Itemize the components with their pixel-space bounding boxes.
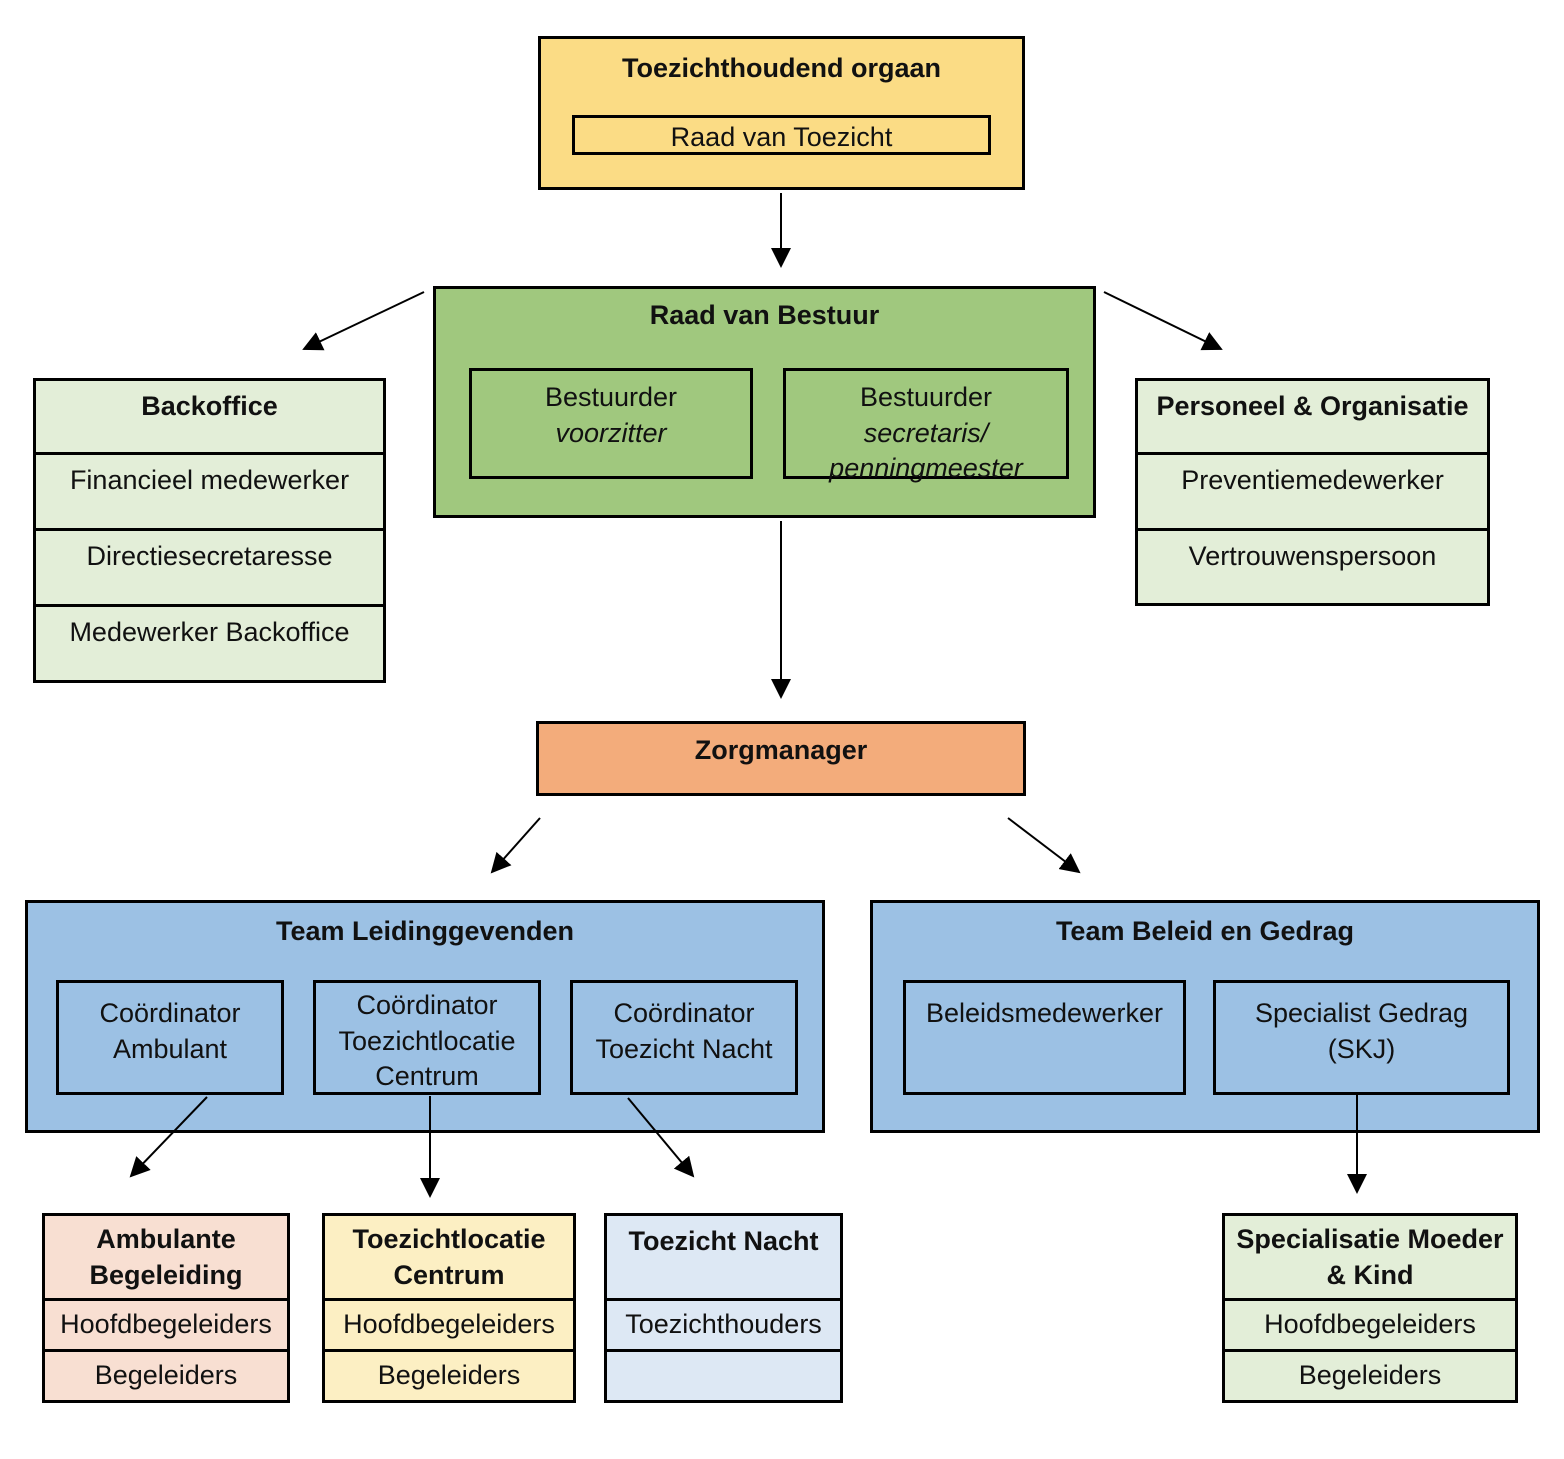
member-label: Coördinator <box>99 998 241 1028</box>
role-row: Vertrouwenspersoon <box>1138 528 1487 603</box>
member-label: Coördinator <box>613 998 755 1028</box>
node-title: Team Leidinggevenden <box>275 916 575 946</box>
member-label: Ambulant <box>112 1033 228 1064</box>
node-ambulante-begeleiding: Ambulante Begeleiding Hoofdbegeleiders B… <box>42 1213 290 1403</box>
member-role: secretaris/ <box>863 417 989 448</box>
node-title-line: Specialisatie <box>1236 1224 1401 1254</box>
member-role: voorzitter <box>555 417 667 448</box>
node-title: Toezichthoudend orgaan <box>622 53 941 83</box>
member-coordinator-ambulant: Coördinator Ambulant <box>56 980 284 1095</box>
node-personeel-organisatie: Personeel & Organisatie Preventiemedewer… <box>1135 378 1490 606</box>
node-raad-van-bestuur: Raad van Bestuur Bestuurder voorzitter B… <box>433 286 1096 518</box>
node-specialisatie-moeder-kind: Specialisatie Moeder & Kind Hoofdbegelei… <box>1222 1213 1518 1403</box>
node-backoffice: Backoffice Financieel medewerker Directi… <box>33 378 386 683</box>
node-toezichtlocatie-centrum: Toezichtlocatie Centrum Hoofdbegeleiders… <box>322 1213 576 1403</box>
role-row: Hoofdbegeleiders <box>325 1298 573 1349</box>
member-bestuurder-secretaris: Bestuurder secretaris/ penningmeester <box>783 368 1069 483</box>
node-title-line: Centrum <box>393 1259 505 1290</box>
node-title-line: Toezichtlocatie <box>352 1224 546 1254</box>
member-label: Specialist Gedrag <box>1254 998 1469 1028</box>
node-title-line: Begeleiding <box>89 1259 243 1290</box>
role-row: Medewerker Backoffice <box>36 604 383 680</box>
node-team-beleid-en-gedrag: Team Beleid en Gedrag Beleidsmedewerker … <box>870 900 1540 1133</box>
member-label: (SKJ) <box>1327 1033 1396 1064</box>
node-toezicht-nacht: Toezicht Nacht Toezichthouders <box>604 1213 843 1403</box>
member-label: Coördinator <box>356 990 498 1020</box>
node-title: Team Beleid en Gedrag <box>1055 916 1355 946</box>
member-label: Raad van Toezicht <box>670 122 893 152</box>
member-label: Centrum <box>375 1061 479 1092</box>
node-title: Toezicht Nacht <box>607 1216 840 1298</box>
member-bestuurder-voorzitter: Bestuurder voorzitter <box>469 368 753 479</box>
connector-zorgmanager-to-leidinggevenden <box>490 817 541 874</box>
node-title-line: Moeder & Kind <box>1326 1224 1504 1290</box>
member-specialist-gedrag: Specialist Gedrag (SKJ) <box>1213 980 1510 1095</box>
connector-bestuur-to-personeel <box>1103 291 1223 351</box>
member-label: Toezicht Nacht <box>595 1033 773 1064</box>
connector-bestuur-to-backoffice <box>302 291 425 351</box>
node-raad-van-toezicht: Raad van Toezicht <box>572 115 991 155</box>
node-title: Personeel & Organisatie <box>1156 391 1469 421</box>
node-title: Ambulante Begeleiding <box>45 1216 287 1298</box>
node-title: Specialisatie Moeder & Kind <box>1225 1216 1515 1298</box>
role-row-empty <box>607 1349 840 1400</box>
member-beleidsmedewerker: Beleidsmedewerker <box>903 980 1186 1095</box>
member-name: Bestuurder <box>859 382 993 412</box>
role-row: Begeleiders <box>45 1349 287 1400</box>
role-row: Financieel medewerker <box>36 452 383 528</box>
role-row: Toezichthouders <box>607 1298 840 1349</box>
node-title-line: Toezicht Nacht <box>628 1226 819 1256</box>
node-toezichthoudend-orgaan: Toezichthoudend orgaan Raad van Toezicht <box>538 36 1025 190</box>
member-name: Bestuurder <box>544 382 678 412</box>
node-title: Backoffice <box>141 391 278 421</box>
member-label: Beleidsmedewerker <box>925 998 1164 1028</box>
node-title: Toezichtlocatie Centrum <box>325 1216 573 1298</box>
node-team-leidinggevenden: Team Leidinggevenden Coördinator Ambulan… <box>25 900 825 1133</box>
role-row: Begeleiders <box>1225 1349 1515 1400</box>
role-row: Preventiemedewerker <box>1138 452 1487 528</box>
node-zorgmanager: Zorgmanager <box>536 721 1026 796</box>
role-row: Hoofdbegeleiders <box>45 1298 287 1349</box>
role-row: Hoofdbegeleiders <box>1225 1298 1515 1349</box>
connector-zorgmanager-to-beleid <box>1007 817 1081 874</box>
role-row: Directiesecretaresse <box>36 528 383 604</box>
node-title: Raad van Bestuur <box>649 300 880 330</box>
member-label: Toezichtlocatie <box>338 1025 516 1056</box>
node-title: Zorgmanager <box>694 735 868 765</box>
member-coordinator-toezichtlocatie-centrum: Coördinator Toezichtlocatie Centrum <box>313 980 541 1095</box>
member-role: penningmeester <box>829 453 1023 484</box>
member-coordinator-toezicht-nacht: Coördinator Toezicht Nacht <box>570 980 798 1095</box>
role-row: Begeleiders <box>325 1349 573 1400</box>
node-title-line: Ambulante <box>96 1224 236 1254</box>
